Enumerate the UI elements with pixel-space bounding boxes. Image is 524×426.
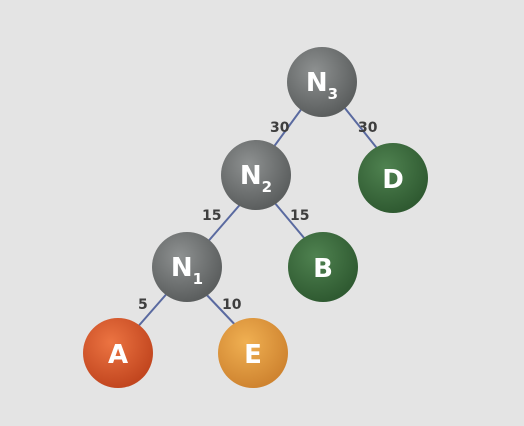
edge-weight-n2-b: 15 [290, 208, 309, 224]
node-n3-circle [287, 47, 357, 117]
node-b-label: B [313, 254, 333, 284]
node-b: B [288, 232, 358, 302]
node-n1: N1 [152, 232, 222, 302]
edge-n1-a [134, 289, 171, 331]
node-n3: N3 [287, 47, 357, 117]
edge-weight-n1-a: 5 [138, 297, 148, 313]
node-e: E [218, 318, 288, 388]
node-n1-label: N1 [171, 253, 203, 288]
node-a: A [83, 318, 153, 388]
node-n1-circle [152, 232, 222, 302]
node-b-circle [288, 232, 358, 302]
edge-weight-n3-d: 30 [358, 120, 378, 136]
edge-weight-n1-e: 10 [222, 297, 242, 313]
node-n2-label: N2 [240, 161, 272, 196]
edge-weight-n2-n1: 15 [202, 208, 221, 224]
node-n3-label: N3 [306, 68, 338, 103]
node-d-circle [358, 143, 428, 213]
edge-weight-n3-n2: 30 [270, 120, 290, 136]
node-n2: N2 [221, 140, 291, 210]
node-n2-circle [221, 140, 291, 210]
edge-n3-d [339, 101, 381, 153]
node-a-circle [83, 318, 153, 388]
edge-n2-n1 [204, 199, 245, 246]
node-e-label: E [244, 340, 262, 370]
node-e-circle [218, 318, 288, 388]
node-d: D [358, 143, 428, 213]
node-d-label: D [382, 165, 404, 195]
node-a-label: A [108, 340, 128, 370]
